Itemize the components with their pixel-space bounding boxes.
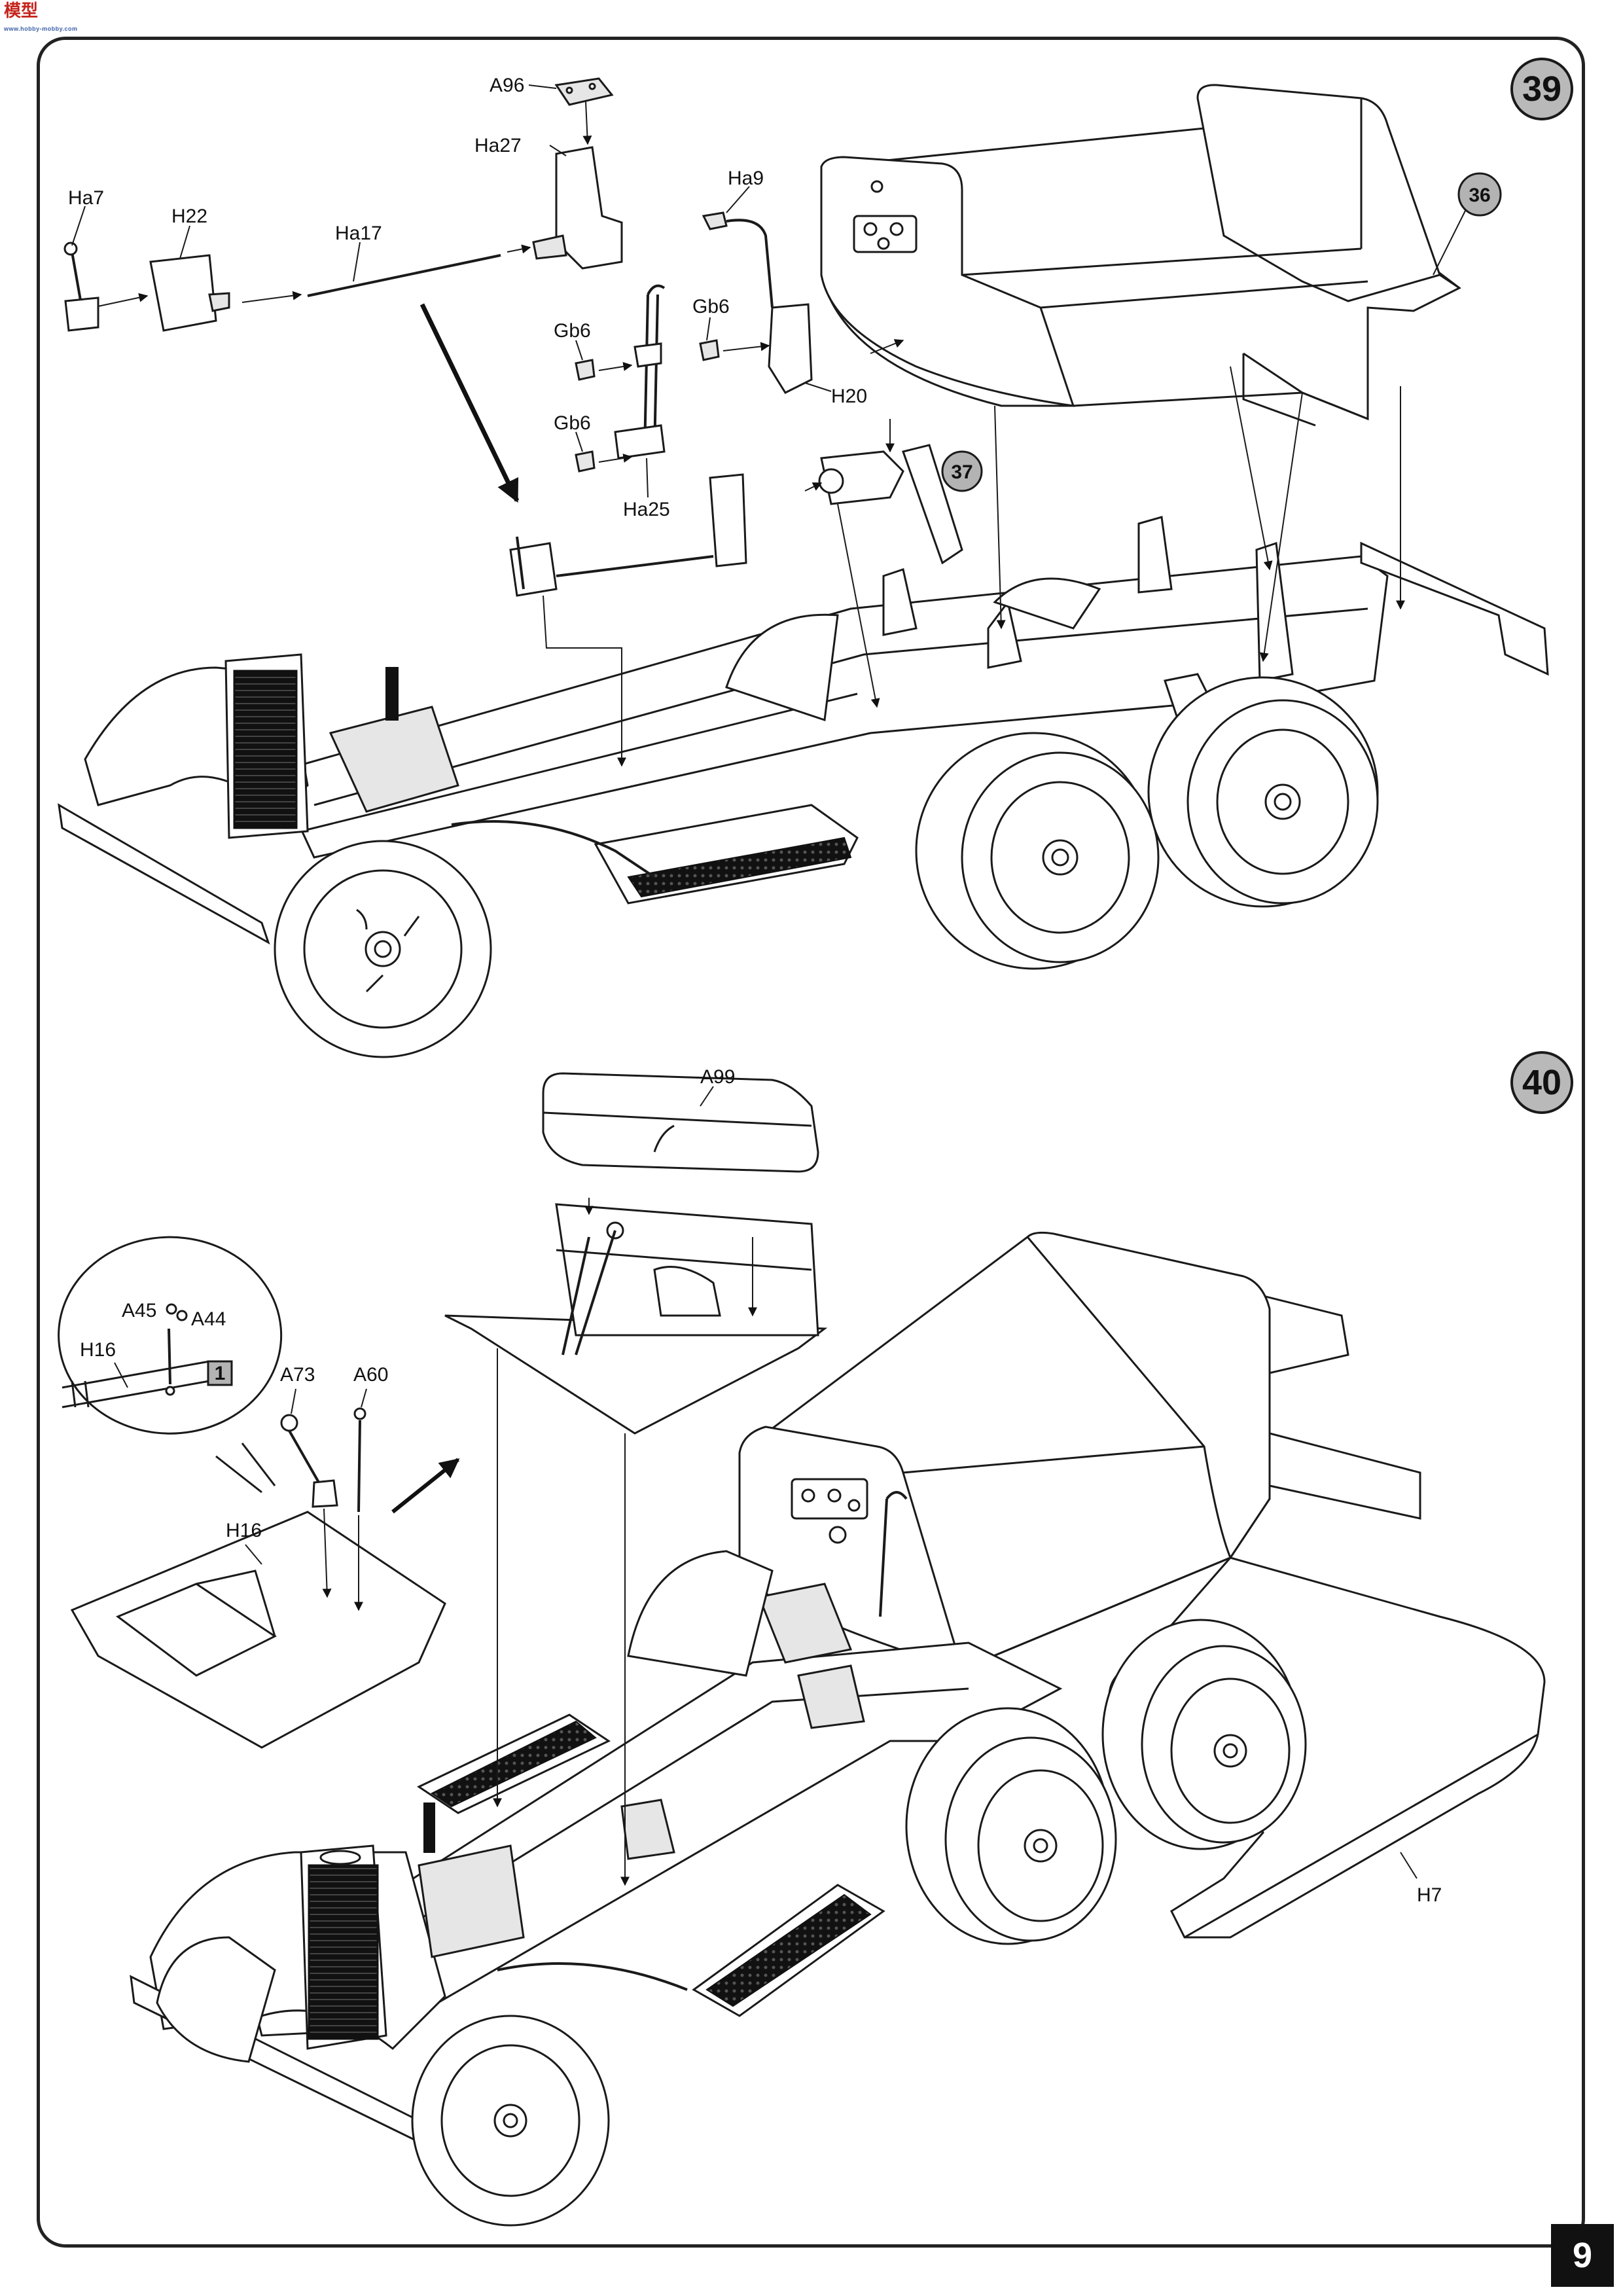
step-39-badge: 39 bbox=[1510, 58, 1573, 120]
wheel-back-step39 bbox=[725, 577, 1101, 722]
part-H16 bbox=[70, 1511, 446, 1749]
step-40-assembly: A99 bbox=[58, 1066, 1546, 2227]
part-Ha25 bbox=[614, 284, 666, 459]
detail-badge-1: 1 bbox=[207, 1360, 233, 1386]
lever-assembly-step39 bbox=[509, 536, 714, 597]
label-Gb6-c: Gb6 bbox=[554, 412, 591, 434]
label-A45: A45 bbox=[122, 1300, 156, 1321]
wheel-front-step39 bbox=[274, 840, 492, 1058]
wheel-front-step40 bbox=[411, 2015, 610, 2227]
label-Ha7: Ha7 bbox=[68, 187, 104, 209]
label-Gb6-b: Gb6 bbox=[692, 296, 730, 317]
assembly-37 bbox=[818, 444, 963, 565]
label-H22: H22 bbox=[171, 206, 207, 227]
reference-badge-37-label: 37 bbox=[951, 461, 972, 483]
dump-body-step39 bbox=[820, 84, 1461, 427]
part-Ha17 bbox=[307, 254, 501, 297]
label-Ha17: Ha17 bbox=[335, 223, 382, 244]
label-H16-detail: H16 bbox=[80, 1339, 116, 1361]
page-number: 9 bbox=[1551, 2224, 1614, 2287]
wheel-leftfront-step40 bbox=[156, 1936, 276, 2063]
brand-logo-url: www.hobby-mobby.com bbox=[4, 26, 78, 32]
label-A73: A73 bbox=[280, 1364, 315, 1386]
label-Ha25: Ha25 bbox=[623, 499, 670, 520]
part-H20 bbox=[768, 303, 813, 394]
part-Ha9 bbox=[702, 211, 774, 308]
step-40-number: 40 bbox=[1522, 1063, 1562, 1102]
instruction-page-frame bbox=[37, 37, 1585, 2248]
brand-logo: 模型 www.hobby-mobby.com bbox=[4, 1, 77, 32]
detail-inset-1 bbox=[58, 1236, 283, 1494]
step-40-badge: 40 bbox=[1510, 1051, 1573, 1114]
part-Ha7 bbox=[63, 242, 99, 332]
part-Gb6-a bbox=[575, 359, 596, 381]
label-A99: A99 bbox=[700, 1066, 735, 1088]
wheel-rear2-step39 bbox=[1147, 676, 1379, 908]
dump-body-step40 bbox=[738, 1231, 1349, 1671]
rear-frame-step40 bbox=[1268, 1432, 1421, 1520]
label-Ha27: Ha27 bbox=[474, 135, 522, 156]
wheel-back-step40 bbox=[627, 1550, 774, 1677]
part-A73 bbox=[280, 1414, 338, 1508]
part-Gb6-c bbox=[575, 450, 596, 473]
wheel-rear2-step40 bbox=[1101, 1619, 1307, 1850]
step-39-number: 39 bbox=[1522, 69, 1562, 109]
brand-logo-text: 模型 bbox=[4, 1, 39, 20]
part-H22 bbox=[149, 254, 230, 332]
cab-floor-step40 bbox=[444, 1203, 828, 1435]
label-Ha9: Ha9 bbox=[728, 168, 764, 189]
bracket-Ha25-mount bbox=[709, 473, 747, 567]
reference-badge-37: 37 bbox=[941, 450, 983, 492]
part-Gb6-b bbox=[699, 339, 720, 361]
detail-badge-1-label: 1 bbox=[215, 1363, 226, 1384]
part-A96 bbox=[554, 77, 614, 106]
reference-badge-36-label: 36 bbox=[1469, 185, 1490, 206]
page-number-text: 9 bbox=[1572, 2236, 1593, 2275]
wheel-rear1-step39 bbox=[915, 732, 1160, 970]
label-H16: H16 bbox=[226, 1520, 262, 1541]
step-39-assembly: 36 bbox=[58, 75, 1549, 1058]
label-H20: H20 bbox=[831, 386, 867, 407]
part-A99 bbox=[542, 1072, 819, 1173]
reference-badge-36: 36 bbox=[1457, 172, 1502, 217]
part-A60 bbox=[353, 1407, 366, 1513]
label-H7: H7 bbox=[1417, 1884, 1442, 1906]
label-A96: A96 bbox=[490, 75, 524, 96]
part-Ha27 bbox=[532, 146, 623, 270]
label-A60: A60 bbox=[353, 1364, 388, 1386]
label-Gb6-a: Gb6 bbox=[554, 320, 591, 342]
label-A44: A44 bbox=[191, 1308, 226, 1330]
wheel-rear1-step40 bbox=[905, 1707, 1117, 1945]
